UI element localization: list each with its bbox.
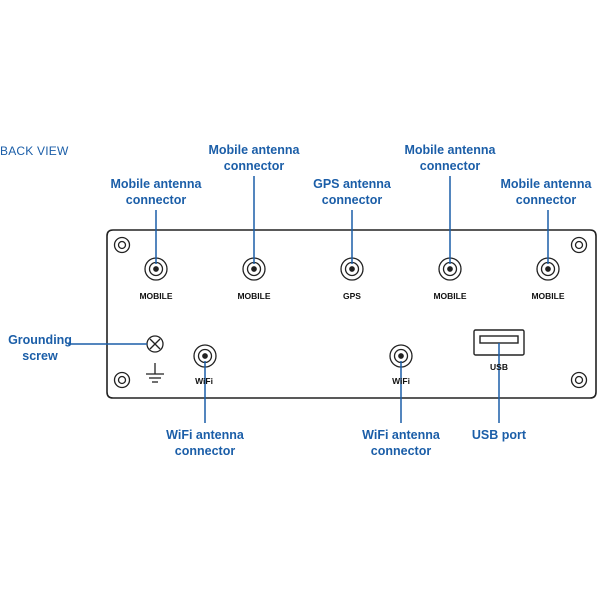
callout-mobile-5: Mobile antenna connector xyxy=(450,176,600,208)
callout-grounding: Grounding screw xyxy=(0,332,80,364)
callout-mobile-5-line-2: connector xyxy=(515,193,577,207)
callout-wifi-2-line-1: WiFi antenna xyxy=(362,428,440,442)
callout-usb: USB port xyxy=(424,427,574,443)
callout-mobile-2-line-1: Mobile antenna xyxy=(208,143,300,157)
corner-screw-bottom-left xyxy=(113,371,131,389)
callout-mobile-4-line-2: connector xyxy=(419,159,481,173)
callout-gps-line-2: connector xyxy=(321,193,383,207)
callout-wifi-1-line-1: WiFi antenna xyxy=(166,428,244,442)
callout-mobile-1-line-1: Mobile antenna xyxy=(110,177,202,191)
callout-grounding-line-1: Grounding xyxy=(8,333,72,347)
callout-mobile-5-line-1: Mobile antenna xyxy=(500,177,592,191)
view-title: BACK VIEW xyxy=(0,144,69,158)
device-panel xyxy=(106,229,597,399)
corner-screw-bottom-right xyxy=(570,371,588,389)
callout-grounding-line-2: screw xyxy=(22,349,58,363)
port-label-usb: USB xyxy=(490,362,508,372)
callout-wifi-1: WiFi antenna connector xyxy=(130,427,280,459)
callout-wifi-2-line-2: connector xyxy=(370,444,432,458)
corner-screw-top-right xyxy=(570,236,588,254)
port-label-mobile-4: MOBILE xyxy=(433,291,467,301)
port-label-wifi-2: WiFi xyxy=(392,376,410,386)
callout-mobile-1: Mobile antenna connector xyxy=(81,176,231,208)
callout-mobile-2: Mobile antenna connector xyxy=(179,142,329,174)
ground-symbol-icon xyxy=(146,363,164,383)
callout-mobile-4: Mobile antenna connector xyxy=(375,142,525,174)
callout-usb-line-1: USB port xyxy=(471,428,527,442)
callout-wifi-2: WiFi antenna connector xyxy=(326,427,476,459)
callout-gps-line-1: GPS antenna xyxy=(313,177,391,191)
port-label-mobile-1: MOBILE xyxy=(139,291,173,301)
port-label-wifi-1: WiFi xyxy=(195,376,213,386)
corner-screw-top-left xyxy=(113,236,131,254)
callout-mobile-4-line-1: Mobile antenna xyxy=(404,143,496,157)
callout-mobile-2-line-2: connector xyxy=(223,159,285,173)
port-label-mobile-2: MOBILE xyxy=(237,291,271,301)
callout-mobile-1-line-2: connector xyxy=(125,193,187,207)
port-label-mobile-5: MOBILE xyxy=(531,291,565,301)
port-label-gps: GPS xyxy=(343,291,361,301)
callout-wifi-1-line-2: connector xyxy=(174,444,236,458)
callout-gps: GPS antenna connector xyxy=(277,176,427,208)
